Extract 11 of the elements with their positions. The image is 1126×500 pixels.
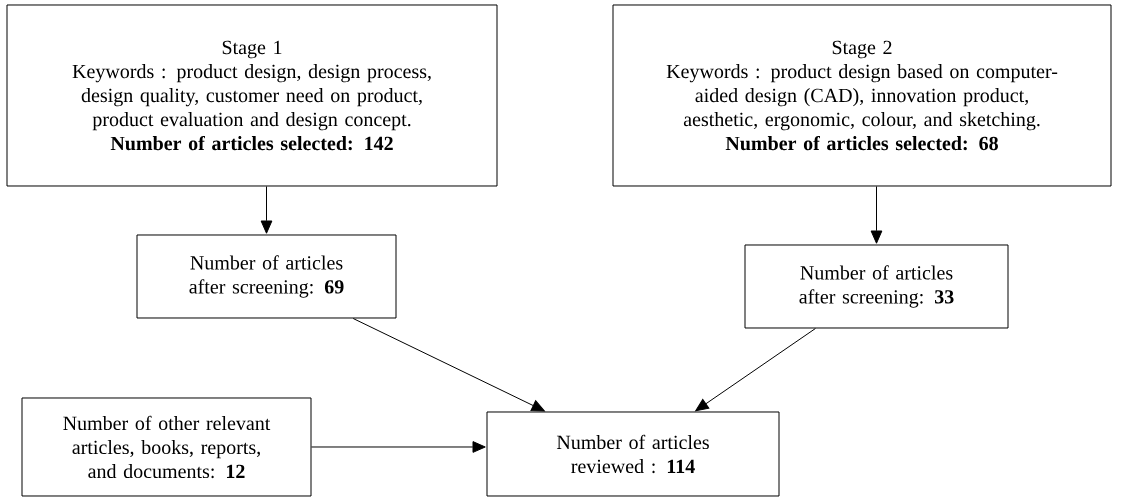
process-box: Number of other relevant articles, books, reports, and documents: 12 — [21, 397, 312, 497]
process-box: Number of articles after screening: 69 — [136, 234, 397, 319]
arrow — [870, 186, 883, 244]
arrow — [260, 186, 273, 234]
stage-box: Stage 2 Keywords : product design based on computer-aided design (CAD), innovation product, aesthetic, ergonomic, colour, and sketching. Number of articles selected: 68 — [612, 4, 1112, 187]
process-box: Number of articles reviewed : 114 — [486, 411, 780, 497]
arrow — [311, 441, 486, 453]
arrow — [695, 328, 816, 412]
arrow — [352, 318, 545, 412]
stage-box: Stage 1 Keywords : product design, design process, design quality, customer need on product, product evaluation and design concept. Number of articles selected: 142 — [6, 4, 498, 187]
process-box: Number of articles after screening: 33 — [744, 244, 1009, 329]
